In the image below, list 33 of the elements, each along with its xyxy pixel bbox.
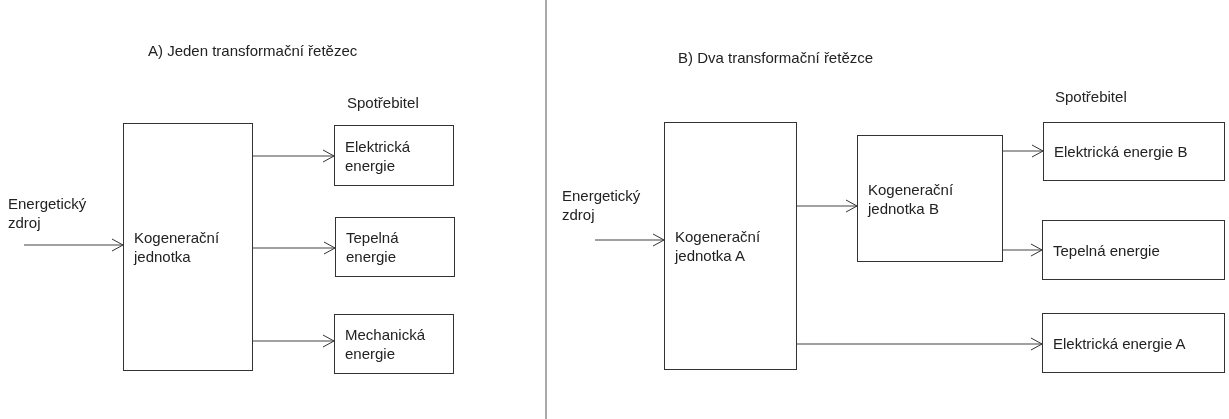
box-label: Mechanická energie xyxy=(344,325,427,363)
box-label: Kogenerační jednotka xyxy=(132,228,221,266)
box-label: Tepelná energie xyxy=(1052,240,1161,260)
box-label: Tepelná energie xyxy=(345,228,400,266)
process-box xyxy=(334,314,454,374)
box-label: Elektrická energie xyxy=(344,136,412,175)
section-title: A) Jeden transformační řetězec xyxy=(148,41,358,60)
process-box xyxy=(335,217,455,277)
box-label: Elektrická energie B xyxy=(1053,142,1189,161)
box-label: Kogenerační jednotka B xyxy=(866,179,955,218)
column-heading: Spotřebitel xyxy=(347,93,419,112)
process-box xyxy=(1042,220,1225,280)
arrow xyxy=(796,337,1043,351)
process-box xyxy=(1042,313,1225,373)
arrow xyxy=(252,334,335,348)
process-box xyxy=(1043,122,1225,181)
process-box xyxy=(857,135,1003,262)
arrow xyxy=(796,199,858,213)
source-label: Energetický zdroj xyxy=(8,194,88,232)
box-label: Kogenerační jednotka A xyxy=(673,227,762,265)
box-label: Elektrická energie A xyxy=(1052,333,1187,353)
column-heading: Spotřebitel xyxy=(1055,87,1127,106)
source-label: Energetický zdroj xyxy=(562,186,642,224)
process-box xyxy=(123,123,253,371)
arrow xyxy=(23,238,124,252)
arrow xyxy=(252,149,335,163)
process-box xyxy=(664,122,797,370)
arrow xyxy=(252,241,336,255)
process-box xyxy=(334,125,454,186)
arrow xyxy=(1002,243,1043,257)
section-title: B) Dva transformační řetězce xyxy=(678,48,874,67)
arrow xyxy=(594,233,665,247)
arrow xyxy=(1002,144,1044,158)
